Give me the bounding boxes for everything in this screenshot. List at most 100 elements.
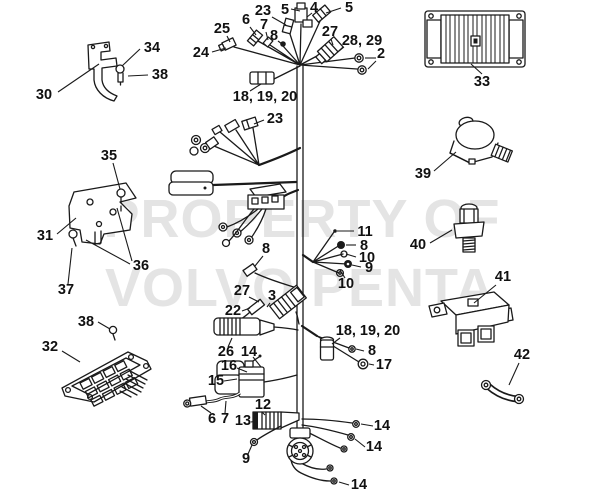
callout-leader-line: [254, 255, 264, 267]
callout-leader-line: [85, 239, 131, 265]
callout-label-31: 31: [37, 228, 53, 244]
callout-label-38: 38: [152, 67, 168, 83]
callout-label-27: 27: [234, 283, 250, 299]
callout-leader-line: [211, 47, 227, 53]
callout-label-14: 14: [241, 344, 257, 360]
callout-leader-line: [236, 367, 248, 373]
callout-label-23: 23: [255, 3, 271, 19]
callout-label-15: 15: [208, 373, 224, 389]
callout-leader-line: [112, 162, 121, 190]
callout-leader-line: [339, 269, 346, 279]
callout-label-17: 17: [376, 357, 392, 373]
callout-leader-line: [247, 444, 253, 455]
callout-leader-line: [473, 284, 497, 304]
callout-leader-line: [67, 247, 73, 285]
callout-leader-line: [61, 350, 81, 363]
callout-label-8: 8: [262, 241, 270, 257]
callout-label-7: 7: [221, 411, 229, 427]
callout-label-33: 33: [474, 74, 490, 90]
callout-label-8: 8: [270, 28, 278, 44]
callout-leader-line: [368, 363, 375, 366]
callout-leader-line: [121, 48, 141, 67]
callout-leader-line: [345, 253, 357, 258]
callout-leader-line: [249, 83, 262, 92]
callout-leader-line: [338, 46, 345, 52]
callout-label-18-19-20: 18, 19, 20: [233, 89, 298, 105]
callout-label-39: 39: [415, 166, 431, 182]
callout-leader-line: [429, 229, 453, 244]
callout-label-37: 37: [58, 282, 74, 298]
callout-leader-line: [325, 7, 342, 14]
callout-label-25: 25: [214, 21, 230, 37]
callout-leader-line: [250, 420, 258, 423]
part-control-module-33-icon: [424, 10, 526, 68]
callout-leader-line: [200, 405, 212, 414]
callout-label-32: 32: [42, 339, 58, 355]
callout-leader-line: [253, 119, 265, 125]
callout-leader-line: [56, 217, 77, 235]
callout-label-9: 9: [242, 451, 250, 467]
callout-label-23: 23: [267, 111, 283, 127]
callout-leader-line: [241, 307, 251, 312]
callout-leader-line: [57, 63, 100, 93]
callout-leader-line: [266, 302, 271, 308]
callout-label-5: 5: [281, 2, 289, 18]
callout-leader-line: [508, 362, 520, 386]
callout-label-40: 40: [410, 237, 426, 253]
callout-leader-line: [360, 423, 374, 427]
callout-leader-line: [249, 26, 257, 36]
callout-label-10: 10: [359, 250, 375, 266]
callout-label-2: 2: [377, 46, 385, 62]
part-relay-panel-32-icon: [61, 325, 152, 407]
callout-label-6: 6: [208, 411, 216, 427]
part-pressure-sender-39-icon: [449, 116, 514, 165]
callout-label-8: 8: [360, 238, 368, 254]
part-module-41-icon: [428, 291, 514, 347]
watermark-line1: PROPERTY OF: [103, 189, 500, 249]
part-link-42-icon: [480, 379, 525, 405]
callout-leader-line: [367, 60, 377, 70]
callout-leader-line: [224, 400, 227, 414]
callout-label-7: 7: [260, 17, 268, 33]
callout-label-13: 13: [235, 413, 251, 429]
callout-leader-line: [470, 63, 483, 75]
callout-label-11: 11: [357, 224, 372, 240]
callout-leader-line: [271, 16, 287, 26]
callout-label-14: 14: [366, 439, 382, 455]
callout-leader-line: [226, 35, 231, 43]
callout-leader-line: [351, 264, 362, 268]
callout-leader-line: [223, 378, 238, 382]
callout-label-41: 41: [495, 269, 511, 285]
callout-label-38: 38: [78, 314, 94, 330]
callout-leader-line: [277, 40, 283, 45]
callout-leader-line: [248, 296, 260, 303]
callout-label-10: 10: [338, 276, 354, 292]
callout-label-5: 5: [345, 0, 353, 16]
callout-label-36: 36: [133, 258, 149, 274]
callout-label-14: 14: [374, 418, 390, 434]
callout-label-14: 14: [351, 477, 367, 493]
callout-label-28-29: 28, 29: [342, 33, 382, 49]
callout-label-30: 30: [36, 87, 52, 103]
callout-leader-line: [338, 481, 350, 486]
callout-leader-line: [252, 356, 262, 368]
callout-label-26: 26: [218, 344, 234, 360]
callout-leader-line: [261, 411, 266, 416]
callout-label-4: 4: [310, 0, 318, 16]
callout-label-22: 22: [225, 303, 241, 319]
callout-leader-line: [330, 38, 334, 46]
part-temp-sensor-40-icon: [453, 203, 485, 253]
callout-label-18-19-20: 18, 19, 20: [336, 323, 401, 339]
part-bracket-31-icon: [68, 182, 137, 247]
callout-leader-line: [265, 31, 269, 41]
callout-leader-line: [227, 337, 233, 348]
callout-label-8: 8: [368, 343, 376, 359]
callout-label-16: 16: [221, 358, 237, 374]
callout-leader-line: [306, 12, 313, 18]
callout-label-34: 34: [144, 40, 160, 56]
callout-label-12: 12: [255, 397, 271, 413]
callout-label-6: 6: [242, 12, 250, 28]
callout-leader-line: [290, 8, 301, 12]
callout-label-9: 9: [365, 260, 373, 276]
